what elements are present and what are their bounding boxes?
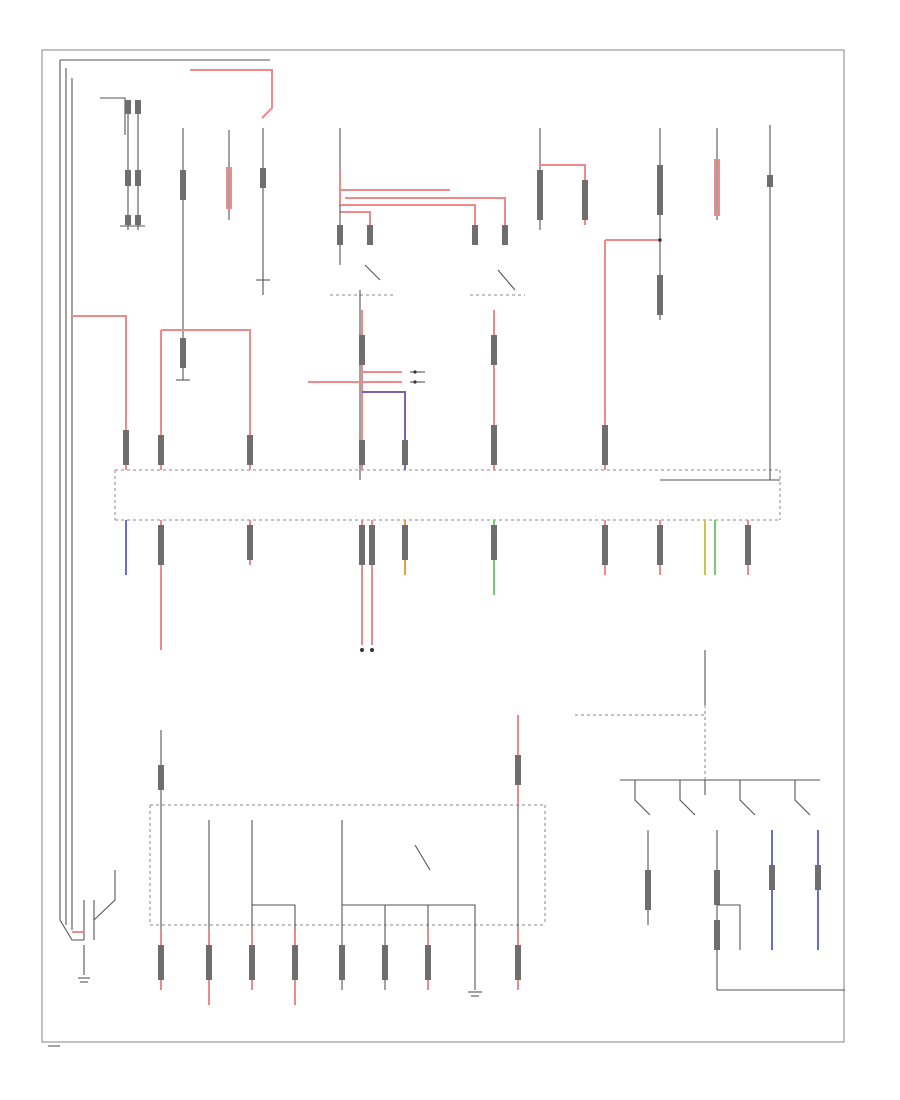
- top-left-feeds: [59, 59, 273, 930]
- fuse-column-a: [176, 128, 270, 381]
- center-junction: [308, 370, 497, 470]
- left-main-feed: [72, 315, 253, 470]
- ignition-switch-section: [620, 779, 845, 991]
- diagram-frame: [41, 49, 845, 1043]
- bottom-distribution-box: [149, 804, 546, 930]
- main-box-outputs: [125, 520, 751, 652]
- battery-ground: [48, 870, 116, 1047]
- main-fuse-box: [114, 460, 781, 521]
- bottom-left-outputs: [158, 930, 521, 1005]
- relay-section-top-right: [537, 125, 773, 470]
- mid-routing: [158, 650, 706, 805]
